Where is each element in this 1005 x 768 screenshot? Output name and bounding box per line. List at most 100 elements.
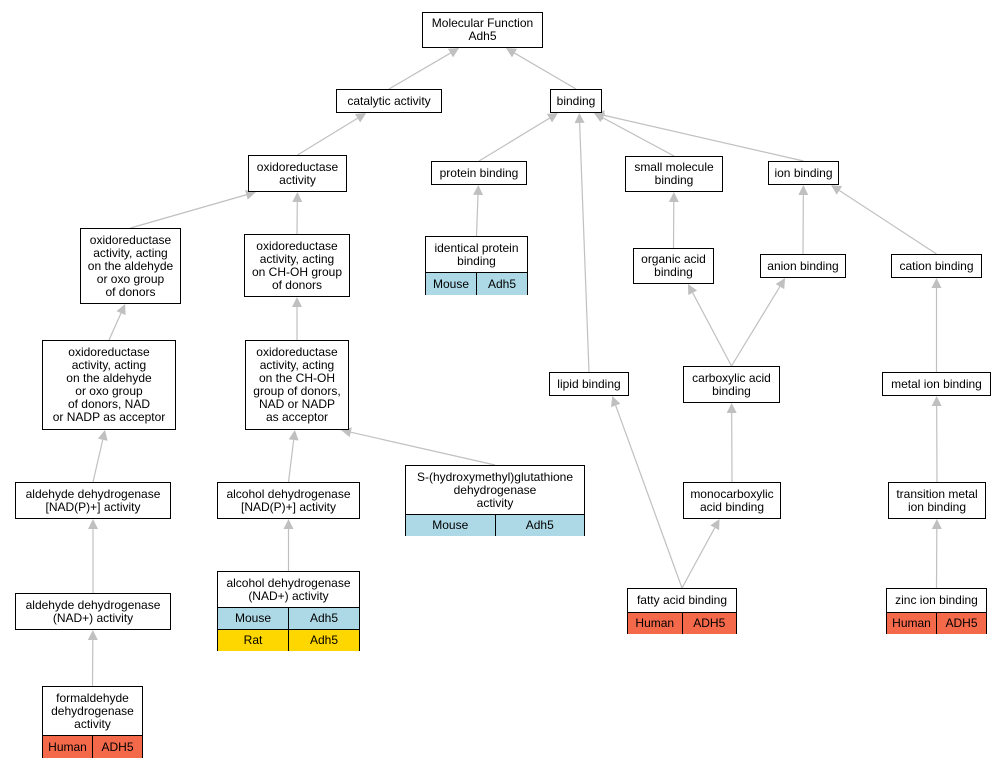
annotation-table: Mouse Adh5 — [426, 272, 527, 295]
node-label: metal ion binding — [891, 376, 982, 391]
node-label: carboxylic acid binding — [692, 370, 771, 398]
node-metal-ion-binding[interactable]: metal ion binding — [882, 372, 991, 396]
node-small-molecule-binding[interactable]: small molecule binding — [625, 156, 723, 192]
node-label: oxidoreductase activity — [256, 159, 339, 187]
node-s-hydroxymethylglutathione-dehydrogenase[interactable]: S-(hydroxymethyl)glutathione dehydrogena… — [405, 465, 585, 536]
node-oxidoreductase-choh-nad[interactable]: oxidoreductase activity, acting on the C… — [245, 340, 349, 430]
edge-arrowhead — [292, 297, 302, 307]
node-cation-binding[interactable]: cation binding — [891, 254, 982, 278]
edge-binding-to-root — [514, 52, 577, 90]
node-label: oxidoreductase activity, acting on the a… — [52, 345, 166, 424]
gene-cell: Adh5 — [494, 515, 585, 536]
annotation-table: Human ADH5 — [628, 612, 736, 634]
gene-cell: ADH5 — [92, 736, 142, 758]
node-protein-binding[interactable]: protein binding — [431, 161, 527, 185]
annotation-table: Human ADH5 — [887, 612, 986, 634]
edge-aldehyde_donors-to-oxidoreductase — [130, 194, 247, 229]
node-label: oxidoreductase activity, acting on the a… — [87, 232, 174, 299]
edge-lipid_binding-to-binding — [579, 122, 590, 373]
species-cell: Human — [48, 739, 87, 754]
species-cell: Mouse — [432, 518, 469, 532]
edge-arrowhead — [775, 278, 786, 290]
node-aldehyde-dehydrogenase-nadp[interactable]: aldehyde dehydrogenase [NAD(P)+] activit… — [15, 482, 171, 519]
edge-arrowhead — [710, 519, 720, 531]
edge-arrowhead — [116, 304, 126, 316]
node-alcohol-dehydrogenase-nadp[interactable]: alcohol dehydrogenase [NAD(P)+] activity — [217, 482, 360, 519]
species-cell: Mouse — [234, 611, 272, 625]
edge-cation_binding-to-ion_binding — [839, 189, 937, 255]
gene-cell: ADH5 — [681, 613, 737, 634]
edge-arrowhead — [931, 278, 942, 288]
node-oxidoreductase-choh-donors[interactable]: oxidoreductase activity, acting on CH-OH… — [244, 234, 350, 297]
gene-cell: ADH5 — [936, 613, 986, 634]
edge-arrowhead — [798, 185, 809, 196]
species-cell: Mouse — [432, 276, 470, 291]
edge-arrowhead — [288, 430, 299, 441]
edge-alcohol_dh_nadp-to-choh_nad — [287, 439, 295, 483]
species-cell: Human — [892, 616, 931, 630]
node-label: formaldehyde dehydrogenase activity — [51, 690, 134, 731]
edge-arrowhead — [473, 185, 484, 196]
node-label: aldehyde dehydrogenase [NAD(P)+] activit… — [25, 486, 161, 514]
edge-arrowhead — [447, 48, 460, 58]
node-label: aldehyde dehydrogenase (NAD+) activity — [25, 597, 161, 625]
edge-arrowhead — [97, 430, 108, 441]
node-catalytic-activity[interactable]: catalytic activity — [336, 89, 442, 113]
annotation-table: Human ADH5 — [43, 735, 142, 758]
node-oxidoreductase-aldehyde-nad[interactable]: oxidoreductase activity, acting on the a… — [42, 340, 176, 430]
node-anion-binding[interactable]: anion binding — [760, 254, 846, 278]
edge-arrowhead — [931, 396, 942, 407]
node-organic-acid-binding[interactable]: organic acid binding — [633, 248, 714, 284]
edge-arrowhead — [505, 48, 518, 58]
node-label: alcohol dehydrogenase (NAD+) activity — [226, 575, 351, 603]
node-lipid-binding[interactable]: lipid binding — [549, 372, 629, 396]
edge-arrowhead — [354, 113, 367, 123]
node-ion-binding[interactable]: ion binding — [768, 161, 839, 185]
edge-arrowhead — [931, 519, 942, 530]
node-label: ion binding — [774, 165, 833, 180]
node-molecular-function[interactable]: Molecular Function Adh5 — [422, 12, 543, 48]
node-transition-metal-ion-binding[interactable]: transition metal ion binding — [888, 482, 986, 519]
edge-arrowhead — [668, 192, 679, 203]
edge-arrowhead — [87, 630, 98, 641]
edge-arrowhead — [546, 113, 558, 123]
edge-arrowhead — [574, 113, 585, 124]
node-label: oxidoreductase activity, acting on CH-OH… — [251, 238, 343, 292]
edge-s_hydroxymethyl-to-choh_nad — [350, 431, 496, 466]
annotation-table: Mouse Adh5 — [406, 514, 584, 536]
node-label: oxidoreductase activity, acting on the C… — [253, 345, 341, 424]
node-label: cation binding — [899, 258, 974, 273]
node-carboxylic-acid-binding[interactable]: carboxylic acid binding — [683, 366, 780, 403]
node-label: zinc ion binding — [895, 593, 978, 607]
edge-aldehyde_nad-to-aldehyde_donors — [108, 312, 122, 341]
node-oxidoreductase-aldehyde-donors[interactable]: oxidoreductase activity, acting on the a… — [80, 228, 181, 304]
gene-cell: Adh5 — [476, 273, 527, 295]
node-label: identical protein binding — [434, 240, 519, 268]
edge-carboxylic-to-anion_binding — [730, 286, 781, 367]
node-aldehyde-dehydrogenase-nad[interactable]: aldehyde dehydrogenase (NAD+) activity — [15, 593, 171, 630]
edge-identical_protein-to-protein_binding — [475, 194, 479, 237]
gene-cell: Adh5 — [288, 608, 359, 629]
species-cell: Rat — [243, 633, 263, 647]
edge-aldehyde_dh_nadp-to-aldehyde_nad — [92, 439, 104, 483]
edge-ion_binding-to-binding — [603, 114, 804, 162]
edge-arrowhead — [726, 403, 737, 414]
edge-arrowhead — [292, 192, 303, 203]
edge-arrowhead — [688, 284, 698, 296]
edge-fatty_acid-to-monocarboxylic — [681, 527, 716, 589]
species-cell: Human — [635, 616, 675, 630]
node-binding[interactable]: binding — [550, 89, 602, 113]
node-monocarboxylic-acid-binding[interactable]: monocarboxylic acid binding — [683, 482, 781, 519]
edge-arrowhead — [831, 185, 843, 195]
edge-oxidoreductase-to-catalytic — [297, 117, 358, 156]
annotation-table: Mouse Adh5 — [218, 607, 359, 629]
node-label: catalytic activity — [347, 93, 431, 108]
node-oxidoreductase-activity[interactable]: oxidoreductase activity — [248, 155, 347, 192]
